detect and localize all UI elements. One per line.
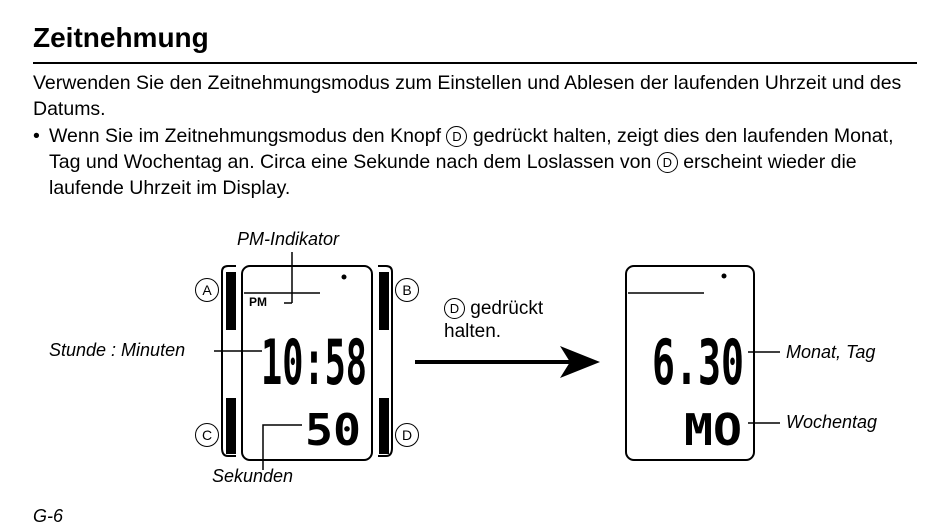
button-d-symbol: D (444, 298, 465, 319)
instruction-line2: halten. (444, 321, 502, 342)
button-b-shape (379, 272, 389, 330)
seconds-label: Sekunden (212, 466, 294, 486)
button-d-symbol: D (446, 126, 468, 147)
left-watch-bracket-left (221, 265, 236, 457)
instruction-text: D gedrückt halten. (444, 297, 543, 343)
right-watch (625, 265, 780, 461)
left-watch-screen (241, 265, 373, 461)
bullet-text-part3: erscheint wieder die laufende Uhrzeit im… (49, 151, 857, 199)
intro-paragraph: Verwenden Sie den Zeitnehmungsmodus zum … (33, 72, 902, 120)
left-watch (214, 252, 393, 470)
button-d-shape (379, 398, 389, 454)
page-number: G-6 (33, 506, 64, 526)
hour-minute-label: Stunde : Minuten (49, 340, 186, 360)
pm-indicator-label: PM-Indikator (237, 229, 340, 249)
button-a-label: A (195, 278, 219, 302)
button-b-label: B (395, 278, 419, 302)
weekday-display: MO (684, 405, 742, 456)
time-display: 10:58 (261, 326, 367, 399)
bullet-text-part2: gedrückt halten, zeigt dies den laufende… (49, 125, 894, 173)
seconds-leader-line (262, 424, 302, 470)
button-c-shape (226, 398, 236, 454)
instruction-line1: gedrückt (470, 298, 544, 319)
page-title: Zeitnehmung (33, 22, 209, 53)
date-display: 6.30 (652, 326, 744, 399)
arrow-head (560, 346, 600, 378)
month-day-label: Monat, Tag (786, 342, 876, 362)
bullet-text: Wenn Sie im Zeitnehmungsmodus den Knopf … (49, 123, 919, 201)
button-c-label: C (195, 423, 219, 447)
title-rule (33, 62, 917, 64)
right-watch-screen (625, 265, 755, 461)
bullet-text-part1: Wenn Sie im Zeitnehmungsmodus den Knopf (49, 125, 447, 147)
left-watch-bracket-right (378, 265, 393, 457)
button-d-symbol: D (656, 152, 678, 173)
button-d-label: D (395, 423, 419, 447)
arrow (415, 346, 600, 378)
bullet-marker: • (33, 125, 40, 147)
seconds-display: 50 (305, 405, 361, 456)
right-watch-dot (721, 273, 727, 279)
left-watch-dot (341, 274, 347, 280)
pm-indicator-text: PM (249, 295, 267, 309)
button-a-shape (226, 272, 236, 330)
weekday-label: Wochentag (786, 412, 878, 432)
